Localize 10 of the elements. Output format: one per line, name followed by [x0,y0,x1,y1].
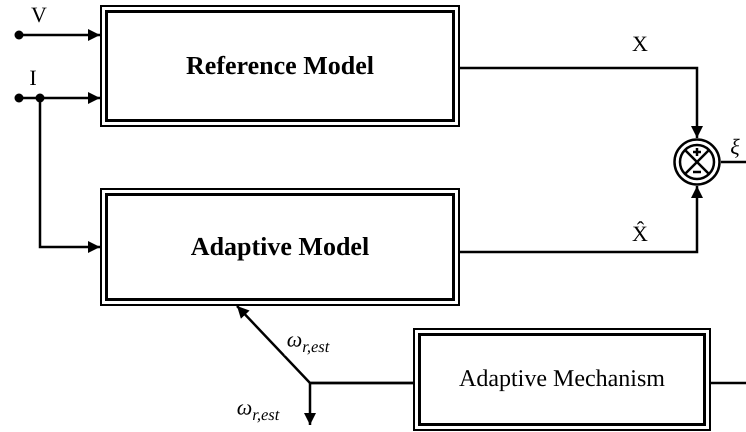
block-box [100,5,460,127]
connector-arrow [460,66,703,138]
block-box [413,328,711,431]
block-box [100,188,460,306]
block-title: Adaptive Mechanism [459,366,665,393]
block-title: Adaptive Model [190,232,370,262]
block-title: Reference Model [186,51,374,81]
edge-label: ξ [728,136,742,158]
connector-arrow [304,382,413,425]
connector-arrow [460,186,703,254]
